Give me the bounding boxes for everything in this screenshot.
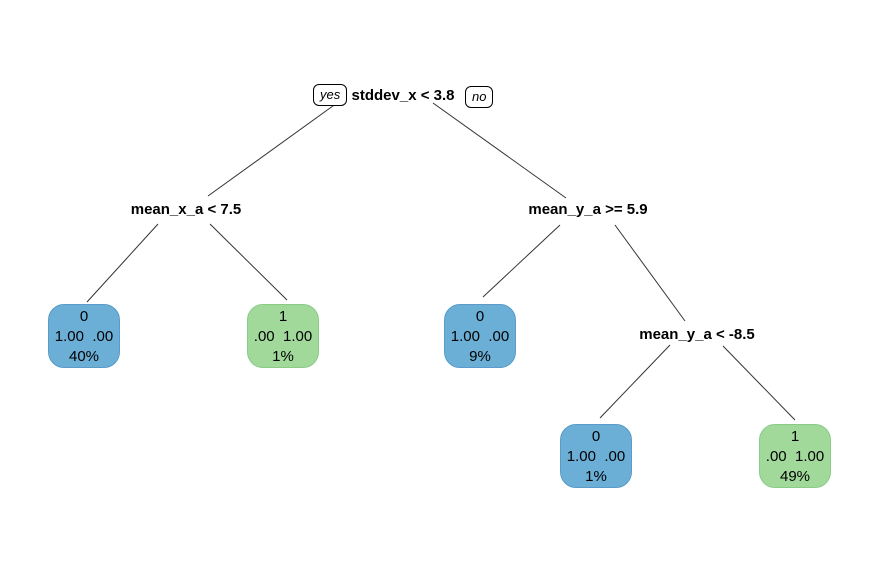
leaf-class: 1 bbox=[790, 428, 800, 445]
edge-right-leaf3 bbox=[482, 224, 561, 298]
split-node-left: mean_x_a < 7.5 bbox=[130, 201, 242, 218]
leaf-class: 1 bbox=[278, 308, 288, 325]
leaf-node: 0 1.00 .00 1% bbox=[560, 424, 632, 488]
edge-rightright-leaf4 bbox=[599, 344, 671, 419]
edge-right-rightright bbox=[614, 224, 686, 322]
leaf-probs: 1.00 .00 bbox=[54, 328, 114, 345]
leaf-node: 0 1.00 .00 40% bbox=[48, 304, 120, 368]
leaf-probs: 1.00 .00 bbox=[566, 448, 626, 465]
edge-left-leaf1 bbox=[86, 223, 159, 303]
leaf-class: 0 bbox=[475, 308, 485, 325]
leaf-probs: 1.00 .00 bbox=[450, 328, 510, 345]
split-node-root: stddev_x < 3.8 bbox=[351, 87, 455, 104]
leaf-coverage: 1% bbox=[272, 348, 294, 365]
leaf-node: 1 .00 1.00 49% bbox=[759, 424, 831, 488]
leaf-class: 0 bbox=[591, 428, 601, 445]
edge-rightright-leaf5 bbox=[722, 345, 796, 421]
leaf-coverage: 9% bbox=[469, 348, 491, 365]
leaf-coverage: 49% bbox=[779, 468, 811, 485]
leaf-class: 0 bbox=[79, 308, 89, 325]
split-node-right: mean_y_a >= 5.9 bbox=[528, 201, 648, 218]
branch-label-no: no bbox=[465, 86, 494, 108]
edge-root-left bbox=[207, 102, 338, 197]
leaf-coverage: 40% bbox=[68, 348, 100, 365]
edge-root-right bbox=[432, 102, 567, 199]
leaf-probs: .00 1.00 bbox=[765, 448, 825, 465]
leaf-probs: .00 1.00 bbox=[253, 328, 313, 345]
branch-label-yes: yes bbox=[313, 84, 348, 106]
split-node-right-right: mean_y_a < -8.5 bbox=[639, 326, 755, 343]
leaf-node: 1 .00 1.00 1% bbox=[247, 304, 319, 368]
leaf-coverage: 1% bbox=[585, 468, 607, 485]
edge-left-leaf2 bbox=[209, 223, 288, 301]
leaf-node: 0 1.00 .00 9% bbox=[444, 304, 516, 368]
